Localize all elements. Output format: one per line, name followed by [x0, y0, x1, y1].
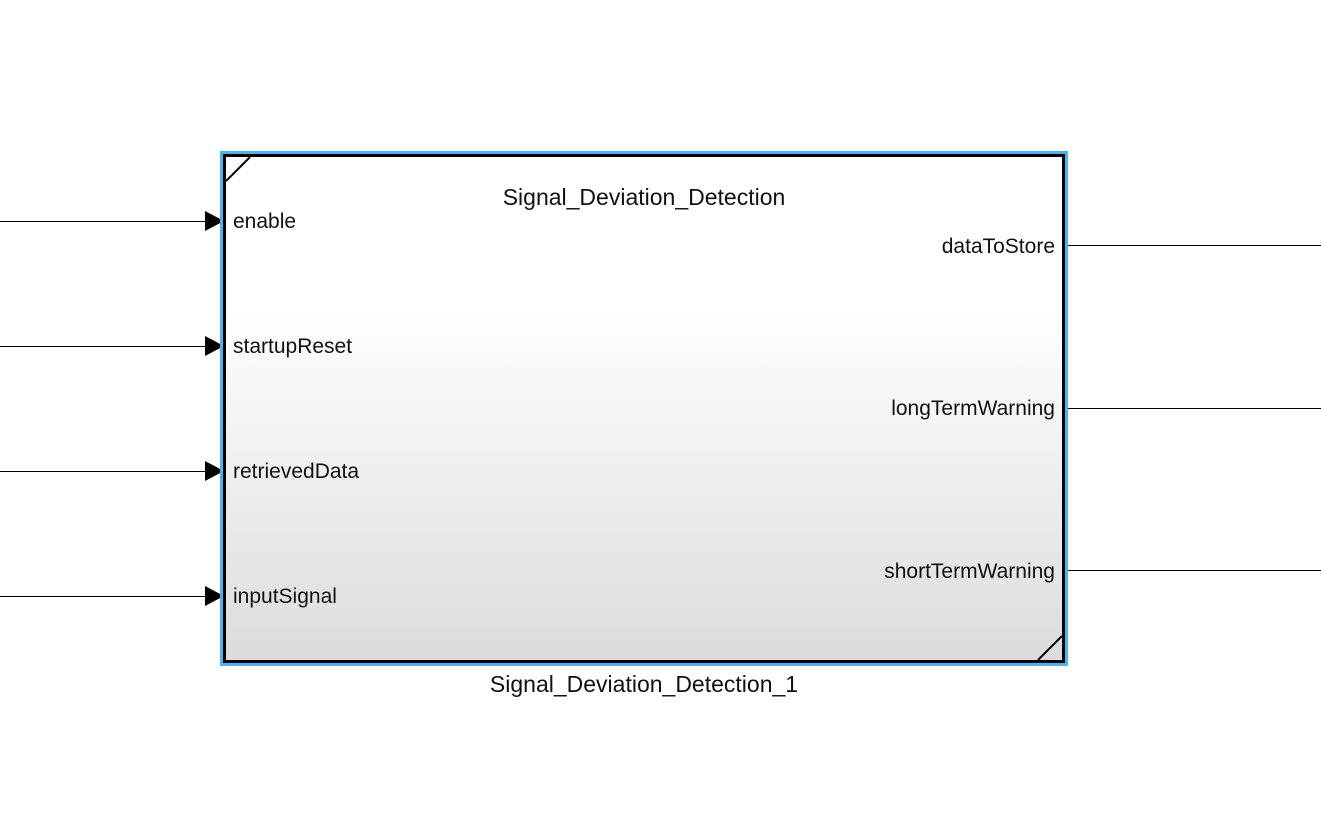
block-name[interactable]: Signal_Deviation_Detection_1	[489, 671, 799, 697]
subsystem-block[interactable]: Signal_Deviation_Detection enable startu…	[223, 154, 1065, 663]
port-label-startup-reset: startupReset	[233, 335, 353, 358]
input-line-retrieved-data[interactable]	[0, 471, 205, 472]
port-label-short-term-warning: shortTermWarning	[884, 560, 1055, 583]
port-label-input-signal: inputSignal	[233, 585, 337, 608]
bottom-right-corner-mark	[1037, 635, 1062, 660]
input-arrow-input-signal	[205, 586, 224, 606]
output-line-long-term-warning[interactable]	[1065, 408, 1321, 409]
input-arrow-retrieved-data	[205, 461, 224, 481]
top-left-corner-mark	[226, 157, 251, 182]
port-label-long-term-warning: longTermWarning	[891, 397, 1055, 420]
input-arrow-startup-reset	[205, 336, 224, 356]
port-label-data-to-store: dataToStore	[941, 235, 1055, 258]
port-label-retrieved-data: retrievedData	[233, 460, 360, 483]
block-title: Signal_Deviation_Detection	[502, 184, 786, 210]
input-line-startup-reset[interactable]	[0, 346, 205, 347]
output-line-short-term-warning[interactable]	[1065, 570, 1321, 571]
input-arrow-enable	[205, 211, 224, 231]
block-selection-outline	[220, 151, 1068, 666]
port-label-enable: enable	[233, 210, 297, 233]
input-line-input-signal[interactable]	[0, 596, 205, 597]
output-line-data-to-store[interactable]	[1065, 245, 1321, 246]
input-line-enable[interactable]	[0, 221, 205, 222]
